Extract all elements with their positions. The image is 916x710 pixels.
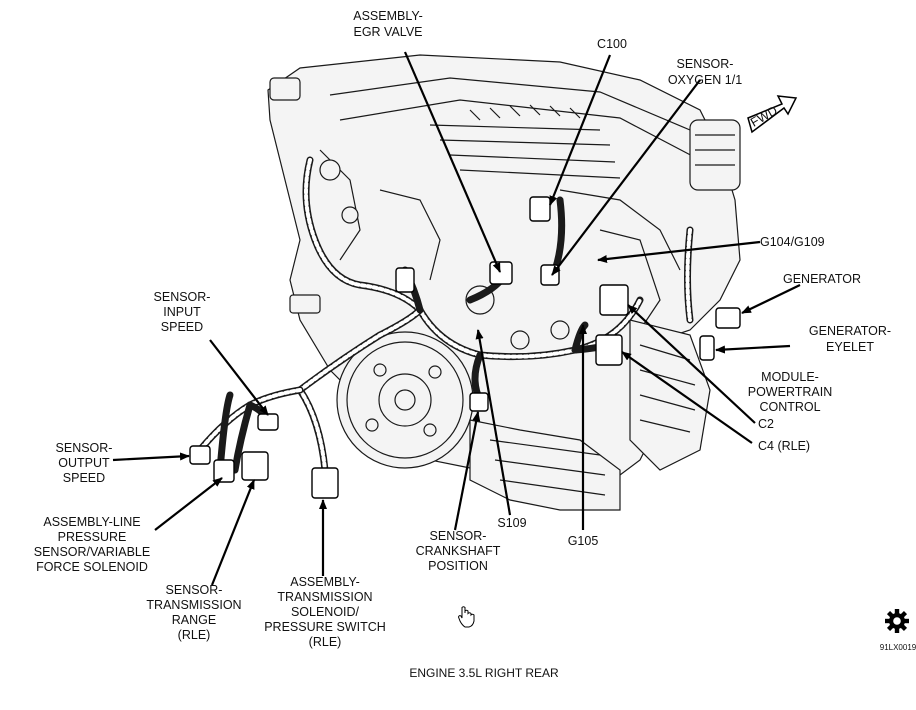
label-trans-solenoid-line5: (RLE) [309, 635, 342, 649]
c100-connector [529, 196, 551, 222]
trans-range-connector [241, 451, 269, 481]
crank-connector [469, 392, 489, 412]
label-eyelet-line1: GENERATOR- [809, 324, 891, 338]
label-g104: G104/G109 [760, 235, 825, 249]
c2-connector [599, 284, 629, 316]
label-output-speed-line3: SPEED [63, 471, 105, 485]
label-trans-solenoid-line2: TRANSMISSION [277, 590, 372, 604]
generator-connector [715, 307, 741, 329]
label-trans-solenoid-line4: PRESSURE SWITCH [264, 620, 386, 634]
label-crank-line3: POSITION [428, 559, 488, 573]
label-crank-line2: CRANKSHAFT [416, 544, 501, 558]
label-trans-range-line3: RANGE [172, 613, 216, 627]
label-trans-solenoid-line1: ASSEMBLY- [290, 575, 359, 589]
label-line-pressure-line3: SENSOR/VARIABLE [34, 545, 150, 559]
label-g105: G105 [568, 534, 599, 548]
gear-icon [885, 609, 909, 633]
labels: ASSEMBLY- EGR VALVE C100 SENSOR- OXYGEN … [34, 9, 891, 649]
label-generator: GENERATOR [783, 272, 861, 286]
label-o2-line2: OXYGEN 1/1 [668, 73, 742, 87]
c4-connector [595, 334, 623, 366]
fwd-label: FWD [748, 103, 780, 129]
egr-connector [489, 261, 513, 285]
label-c2: C2 [758, 417, 774, 431]
eyelet-connector [699, 335, 715, 361]
label-line-pressure-line2: PRESSURE [58, 530, 127, 544]
label-c100: C100 [597, 37, 627, 51]
label-trans-range-line2: TRANSMISSION [146, 598, 241, 612]
label-trans-range-line1: SENSOR- [166, 583, 223, 597]
fwd-arrow-icon: FWD [747, 95, 798, 134]
harness-connector [395, 267, 415, 293]
label-s109: S109 [497, 516, 526, 530]
wiring-harness [196, 156, 694, 474]
label-egr-valve-line1: ASSEMBLY- [353, 9, 422, 23]
label-input-speed-line1: SENSOR- [154, 290, 211, 304]
figure-code: 91LX0019 [880, 643, 916, 652]
label-trans-solenoid-line3: SOLENOID/ [291, 605, 360, 619]
label-egr-valve-line2: EGR VALVE [353, 25, 422, 39]
trans-solenoid-connector [311, 467, 339, 499]
label-c4: C4 (RLE) [758, 439, 810, 453]
line-pressure-connector [213, 459, 235, 483]
label-line-pressure-line4: FORCE SOLENOID [36, 560, 148, 574]
label-o2-line1: SENSOR- [677, 57, 734, 71]
input-speed-connector [257, 413, 279, 431]
label-line-pressure-line1: ASSEMBLY-LINE [43, 515, 140, 529]
leader-lines [112, 51, 801, 586]
label-output-speed-line1: SENSOR- [56, 441, 113, 455]
connectors [189, 196, 741, 499]
label-trans-range-line4: (RLE) [178, 628, 211, 642]
label-crank-line1: SENSOR- [430, 529, 487, 543]
label-input-speed-line3: SPEED [161, 320, 203, 334]
output-speed-connector [189, 445, 211, 465]
label-output-speed-line2: OUTPUT [58, 456, 110, 470]
label-pcm-line2: POWERTRAIN [748, 385, 833, 399]
hand-cursor-icon [457, 606, 475, 628]
label-eyelet-line2: EYELET [826, 340, 874, 354]
label-pcm-line3: CONTROL [759, 400, 820, 414]
label-input-speed-line2: INPUT [163, 305, 201, 319]
figure-caption: ENGINE 3.5L RIGHT REAR [409, 666, 559, 680]
label-pcm-line1: MODULE- [761, 370, 819, 384]
